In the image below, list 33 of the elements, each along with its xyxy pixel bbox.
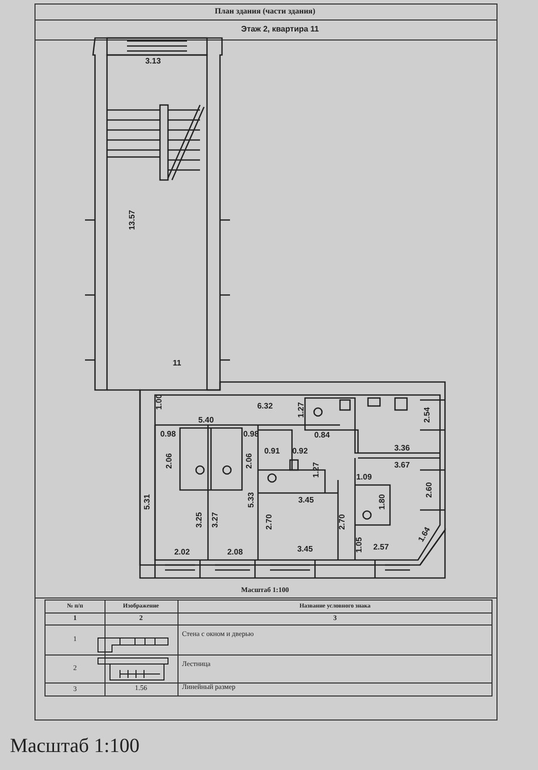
dimension-label: 3.27 — [212, 512, 220, 528]
room-number: 11 — [172, 360, 182, 368]
dimension-label: 0.98 — [160, 430, 176, 440]
dimension-label: 2.54 — [424, 407, 432, 423]
dimension-label: 1.05 — [356, 537, 364, 553]
dimension-label: 13.57 — [128, 210, 138, 230]
dimension-label: 5.31 — [144, 494, 152, 510]
dimension-label: 1.09 — [356, 474, 372, 482]
dimension-label: 2.06 — [166, 453, 174, 469]
dimension-label: 2.70 — [338, 514, 348, 530]
floor-subtitle: Этаж 2, квартира 11 — [241, 26, 319, 34]
dimension-label: 3.13 — [145, 58, 161, 66]
dimension-label: 3.36 — [394, 444, 410, 454]
dimension-label: 2.60 — [426, 482, 434, 498]
dimension-label: 2.06 — [246, 453, 254, 469]
dimension-label: 2.57 — [373, 544, 389, 552]
dimension-label: 0.91 — [264, 448, 280, 456]
dimension-label: 1.27 — [298, 402, 306, 418]
dimension-label: 5.33 — [248, 492, 256, 508]
dimension-label: 3.45 — [298, 496, 314, 506]
dimension-label: 6.32 — [257, 402, 273, 412]
dimension-label: 3.45 — [297, 546, 313, 554]
dimension-label: 2.08 — [227, 548, 243, 558]
dimension-label: 1.80 — [378, 494, 388, 510]
scale-caption: Масштаб 1:100 — [10, 735, 140, 757]
dimension-label: 0.92 — [292, 448, 308, 456]
dimension-label: 3.67 — [394, 462, 410, 470]
dimension-label: 0.84 — [314, 432, 330, 440]
dimension-label: 3.25 — [196, 512, 204, 528]
dimension-label: 5.40 — [198, 416, 214, 426]
dimension-label: 2.02 — [174, 548, 190, 558]
dimension-label: 2.70 — [266, 514, 274, 530]
title: План здания (части здания) — [214, 8, 316, 16]
